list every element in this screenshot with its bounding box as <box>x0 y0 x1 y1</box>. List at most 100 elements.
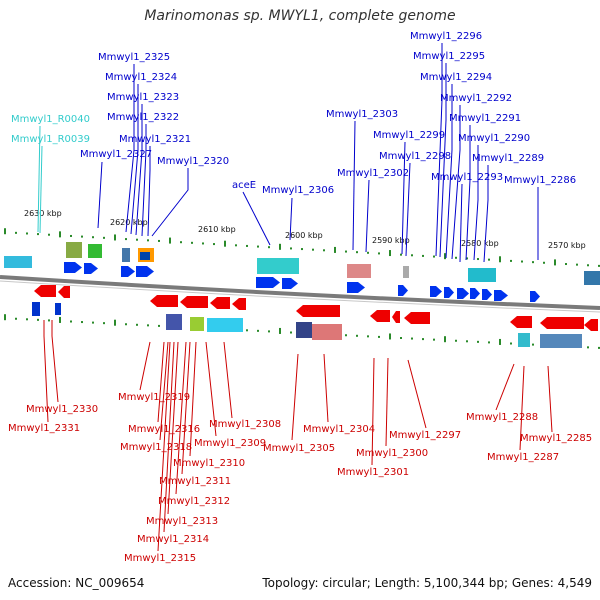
forward-gene-label: Mmwyl1_2303 <box>326 109 398 120</box>
tick-dot <box>202 242 204 245</box>
tick-dot <box>15 231 17 234</box>
forward-gene-arrow <box>136 266 154 277</box>
forward-gene-arrow <box>256 277 280 288</box>
label-leader-line <box>130 84 139 235</box>
tick-dot <box>587 264 589 267</box>
tick-dot <box>224 240 226 247</box>
label-leader-line <box>125 64 135 233</box>
forward-gene-label: Mmwyl1_2327 <box>80 149 152 160</box>
tick-dot <box>114 234 116 241</box>
feature-box <box>32 302 40 316</box>
label-leader-line <box>151 168 189 237</box>
tick-dot <box>4 228 6 235</box>
tick-dot <box>367 251 369 254</box>
tick-dot <box>48 319 50 322</box>
reverse-gene-label: Mmwyl1_2315 <box>124 553 196 564</box>
tick-dot <box>345 250 347 253</box>
forward-gene-label: Mmwyl1_2325 <box>98 52 170 63</box>
tick-dot <box>378 252 380 255</box>
feature-box <box>4 256 32 268</box>
tick-dot <box>510 342 512 345</box>
scale-label: 2630 kbp <box>24 209 62 218</box>
forward-gene-arrow <box>84 263 98 274</box>
tick-dot <box>532 261 534 264</box>
reverse-gene-label: Mmwyl1_2297 <box>389 430 461 441</box>
forward-gene-label: Mmwyl1_2298 <box>379 151 451 162</box>
tick-dot <box>48 233 50 236</box>
accession-text: Accession: NC_009654 <box>8 576 145 590</box>
tick-dot <box>4 314 6 321</box>
forward-gene-label: Mmwyl1_2291 <box>449 113 521 124</box>
tick-dot <box>114 319 116 326</box>
forward-gene-label: Mmwyl1_2322 <box>107 112 179 123</box>
tick-dot <box>334 246 336 253</box>
reverse-gene-label: Mmwyl1_2318 <box>120 442 192 453</box>
tick-dot <box>268 246 270 249</box>
genome-backbone <box>0 275 600 310</box>
forward-gene-label: Mmwyl1_2320 <box>157 156 229 167</box>
label-leader-line <box>39 145 43 234</box>
reverse-gene-label: Mmwyl1_2308 <box>209 419 281 430</box>
tick-dot <box>246 329 248 332</box>
reverse-gene-label: Mmwyl1_2311 <box>159 476 231 487</box>
feature-box <box>296 322 312 338</box>
forward-gene-label: Mmwyl1_2306 <box>262 185 334 196</box>
tick-dot <box>499 256 501 263</box>
label-leader-line <box>323 353 329 423</box>
tick-dot <box>323 249 325 252</box>
tick-dot <box>279 243 281 250</box>
feature-box <box>584 271 600 285</box>
label-leader-line <box>141 124 147 237</box>
forward-gene-label: Mmwyl1_2293 <box>431 172 503 183</box>
tick-dot <box>70 320 72 323</box>
label-leader-line <box>157 341 165 423</box>
tick-dot <box>455 339 457 342</box>
tick-dot <box>356 251 358 254</box>
tick-dot <box>290 247 292 250</box>
tick-dot <box>422 254 424 257</box>
tick-dot <box>345 334 347 337</box>
tick-dot <box>499 338 501 345</box>
label-leader-line <box>97 161 103 229</box>
tick-dot <box>136 238 138 241</box>
tick-dot <box>70 234 72 237</box>
tick-dot <box>477 258 479 261</box>
reverse-gene-label: Mmwyl1_2301 <box>337 467 409 478</box>
forward-gene-label: Mmwyl1_2324 <box>105 72 177 83</box>
label-leader-line <box>445 84 453 259</box>
forward-gene-label: Mmwyl1_2321 <box>119 134 191 145</box>
reverse-gene-label: Mmwyl1_2287 <box>487 452 559 463</box>
label-leader-line <box>365 179 370 253</box>
upper-tick-dots <box>4 228 600 267</box>
feature-boxes <box>4 242 600 348</box>
label-leader-line <box>167 341 179 515</box>
reverse-gene-label: Mmwyl1_2304 <box>303 424 375 435</box>
tick-dot <box>433 338 435 341</box>
tick-dot <box>367 335 369 338</box>
scale-label: 2610 kbp <box>198 225 236 234</box>
tick-dot <box>268 330 270 333</box>
tick-dot <box>279 327 281 334</box>
reverse-gene-label: Mmwyl1_2285 <box>520 433 592 444</box>
tick-dot <box>422 338 424 341</box>
reverse-gene-arrow <box>232 298 246 310</box>
reverse-gene-arrow <box>540 317 584 329</box>
forward-gene-arrow <box>494 290 508 301</box>
forward-gene-label: Mmwyl1_2323 <box>107 92 179 103</box>
feature-box <box>166 314 182 330</box>
tick-dot <box>510 259 512 262</box>
tick-dot <box>532 343 534 346</box>
feature-box <box>55 303 61 315</box>
tick-dot <box>587 346 589 349</box>
forward-gene-label: Mmwyl1_2295 <box>413 51 485 62</box>
forward-gene-arrow <box>121 266 135 277</box>
tick-dot <box>81 235 83 238</box>
tick-dot <box>136 323 138 326</box>
label-leader-line <box>135 104 143 236</box>
tick-dot <box>125 323 127 326</box>
label-leader-line <box>181 341 191 475</box>
reverse-gene-label: Mmwyl1_2331 <box>8 423 80 434</box>
forward-gene-arrow <box>470 288 480 299</box>
label-leader-line <box>483 165 489 263</box>
